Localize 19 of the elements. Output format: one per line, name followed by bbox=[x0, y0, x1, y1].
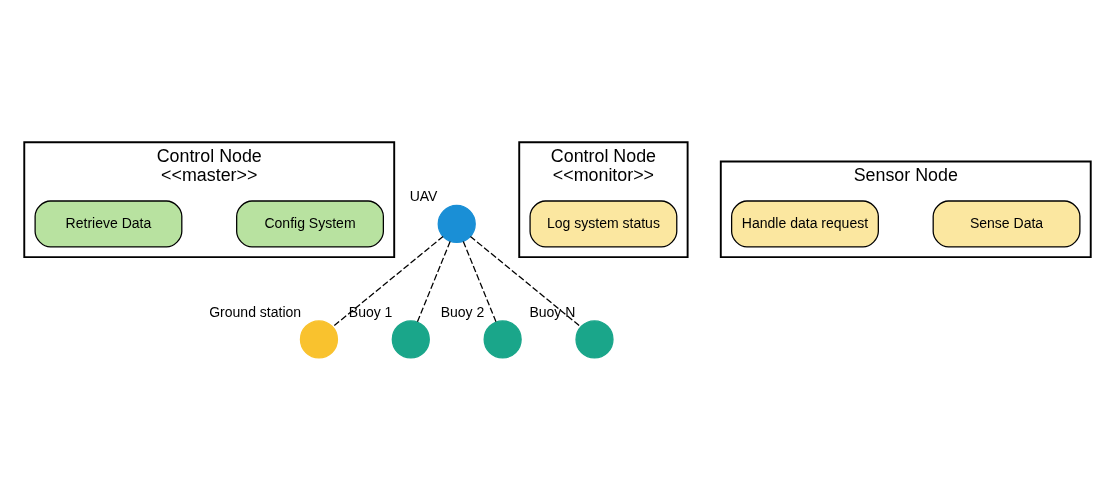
node-circle bbox=[575, 320, 614, 359]
node-circle bbox=[437, 204, 476, 244]
node-box: Retrieve Data bbox=[34, 200, 183, 248]
node-circle bbox=[483, 320, 522, 359]
connector bbox=[469, 235, 582, 328]
connector bbox=[462, 240, 497, 323]
connector bbox=[416, 240, 451, 323]
node-box: Sense Data bbox=[932, 200, 1081, 248]
node-box: Config System bbox=[236, 200, 384, 248]
node-label: Buoy N bbox=[529, 303, 576, 320]
node-box: Log system status bbox=[529, 200, 678, 248]
node-label: Ground station bbox=[209, 303, 302, 320]
node-circle bbox=[299, 320, 339, 359]
node-box: Handle data request bbox=[731, 200, 879, 248]
node-label: UAV bbox=[409, 188, 438, 205]
node-circle bbox=[391, 320, 430, 359]
connector bbox=[332, 235, 444, 328]
node-label: Buoy 2 bbox=[440, 303, 485, 320]
node-label: Buoy 1 bbox=[348, 303, 393, 320]
